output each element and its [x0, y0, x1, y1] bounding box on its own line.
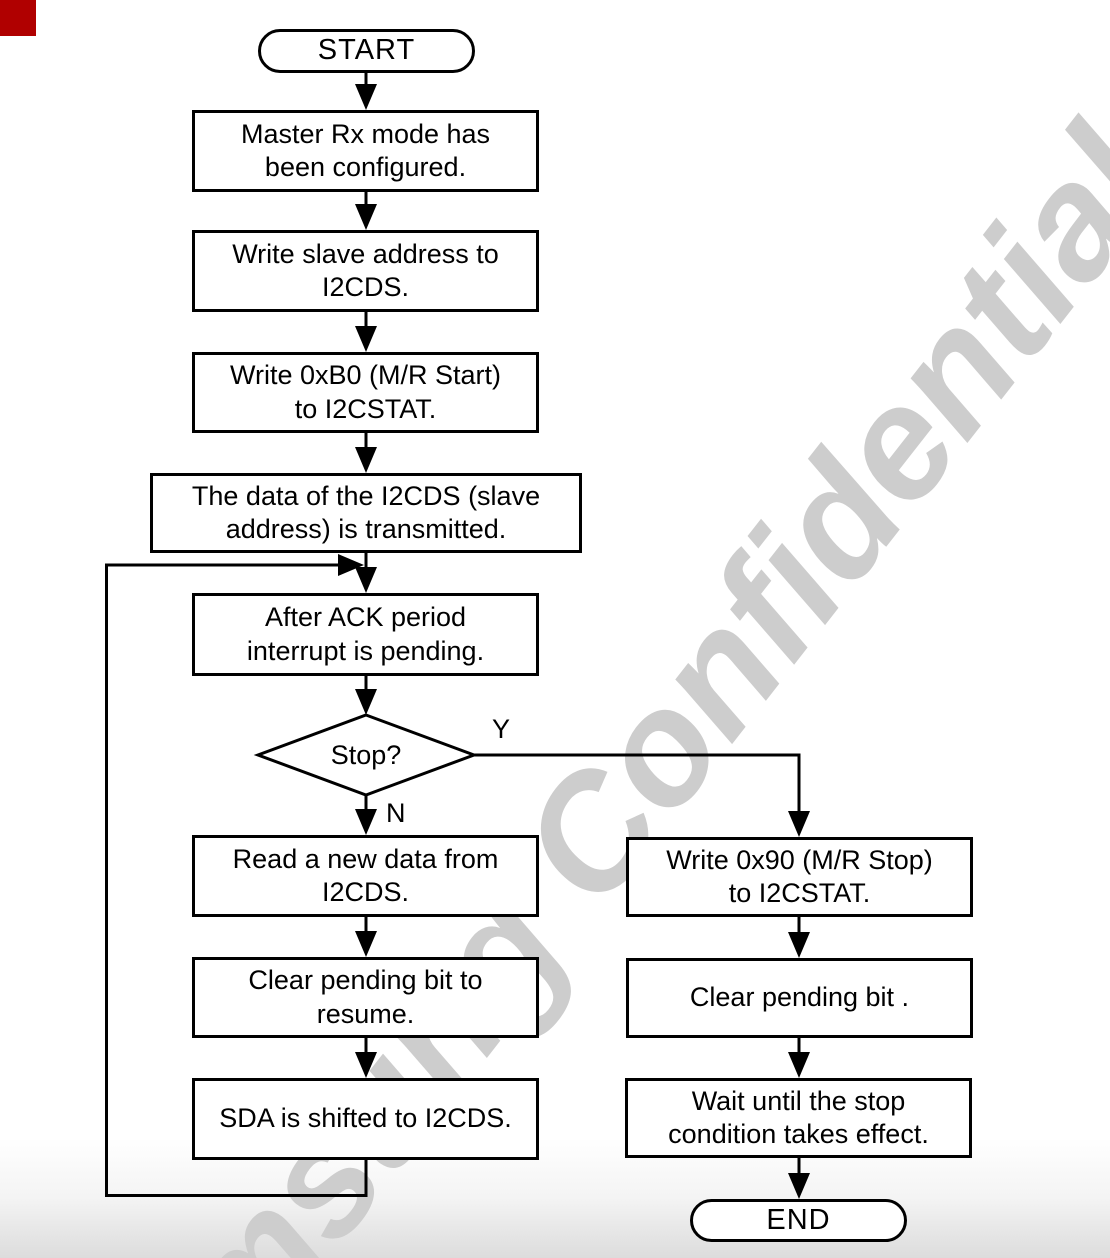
start-terminator: START [258, 29, 475, 73]
process-read-new-data: Read a new data from I2CDS. [192, 835, 539, 917]
process-write-0xb0: Write 0xB0 (M/R Start) to I2CSTAT. [192, 352, 539, 433]
yes-branch-label: Y [492, 714, 511, 744]
process-write-0x90: Write 0x90 (M/R Stop) to I2CSTAT. [626, 837, 973, 917]
process-clear-pending: Clear pending bit . [626, 958, 973, 1038]
no-branch-label: N [386, 798, 406, 828]
yes-branch-line [474, 753, 801, 833]
flow-lines [105, 73, 801, 1197]
loop-merge-arrowhead [338, 554, 364, 576]
process-write-slave-address: Write slave address to I2CDS. [192, 230, 539, 312]
red-corner-marker [0, 0, 36, 36]
process-master-rx-configured: Master Rx mode has been configured. [192, 110, 539, 192]
page-bottom-shade [0, 1138, 1110, 1258]
process-wait-stop-condition: Wait until the stop condition takes effe… [625, 1078, 972, 1158]
process-ack-interrupt-pending: After ACK period interrupt is pending. [192, 593, 539, 676]
loop-back-line [105, 563, 368, 1197]
process-clear-pending-resume: Clear pending bit to resume. [192, 957, 539, 1038]
end-terminator: END [690, 1199, 907, 1242]
process-data-transmitted: The data of the I2CDS (slave address) is… [150, 473, 582, 553]
process-sda-shifted: SDA is shifted to I2CDS. [192, 1078, 539, 1160]
decision-diamond-shape [253, 713, 479, 797]
flow-arrowheads [338, 84, 810, 1199]
decision-stop-label: Stop? [330, 739, 402, 770]
